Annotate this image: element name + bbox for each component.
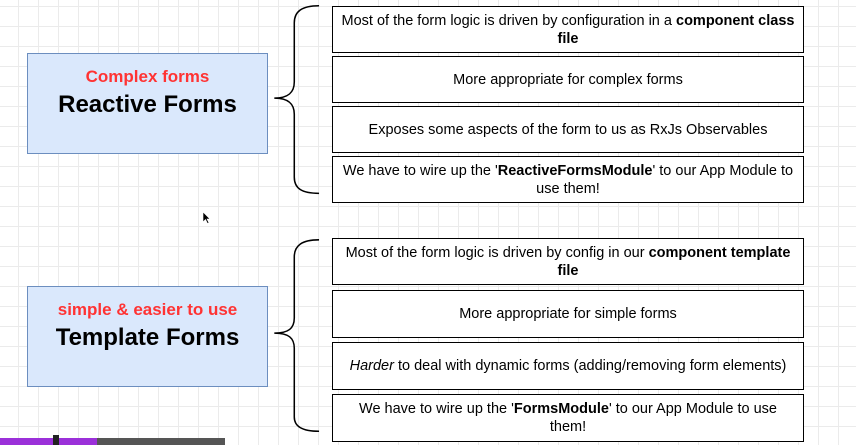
template-item-1: Most of the form logic is driven by conf…	[332, 238, 804, 285]
template-item-2: More appropriate for simple forms	[332, 290, 804, 338]
template-item-4: We have to wire up the 'FormsModule' to …	[332, 394, 804, 442]
reactive-item-1: Most of the form logic is driven by conf…	[332, 6, 804, 53]
video-scrubber-handle[interactable]	[53, 435, 59, 445]
template-forms-box: simple & easier to use Template Forms	[27, 286, 268, 387]
template-forms-title: Template Forms	[55, 324, 240, 351]
reactive-forms-subtitle: Complex forms	[85, 67, 210, 86]
reactive-forms-brace	[274, 4, 320, 195]
template-forms-brace	[274, 239, 320, 432]
template-item-3: Harder to deal with dynamic forms (addin…	[332, 342, 804, 390]
reactive-forms-group: Complex forms Reactive Forms Most of the…	[0, 0, 856, 220]
reactive-item-2: More appropriate for complex forms	[332, 56, 804, 103]
reactive-forms-title: Reactive Forms	[58, 91, 237, 118]
reactive-item-3: Exposes some aspects of the form to us a…	[332, 106, 804, 153]
video-progress-fill	[0, 438, 97, 445]
mouse-cursor-icon	[203, 212, 211, 224]
reactive-item-4: We have to wire up the 'ReactiveFormsMod…	[332, 156, 804, 203]
template-forms-subtitle: simple & easier to use	[57, 300, 238, 319]
reactive-forms-box: Complex forms Reactive Forms	[27, 53, 268, 154]
video-scrubber[interactable]	[0, 435, 225, 445]
